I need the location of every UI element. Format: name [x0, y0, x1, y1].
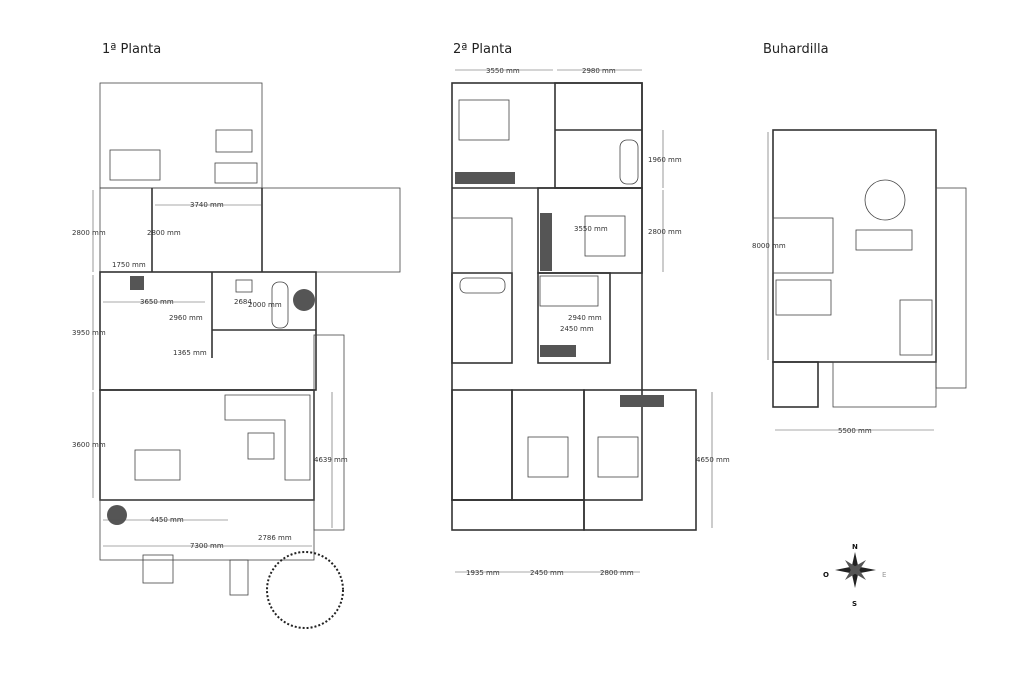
stairs-exterior — [313, 334, 345, 531]
dim-label: 2800 mm — [147, 229, 181, 237]
bed — [458, 99, 510, 141]
dim-label: 2960 mm — [169, 314, 203, 322]
dim-label: 2800 mm — [600, 569, 634, 577]
dim-label: 3650 mm — [140, 298, 174, 306]
wardrobe — [620, 395, 664, 407]
round-table — [864, 179, 906, 221]
compass-east: E — [882, 571, 886, 579]
terrace-table — [142, 554, 174, 584]
stairs — [772, 217, 834, 274]
wardrobe — [455, 172, 515, 184]
bathtub — [459, 277, 506, 294]
attic-balcony — [832, 361, 937, 408]
compass-north: N — [852, 543, 858, 551]
bed — [597, 436, 639, 478]
bed — [899, 299, 933, 356]
bed — [775, 279, 832, 316]
wardrobe — [540, 213, 552, 271]
corner-sofa — [224, 394, 311, 481]
compass-west: O — [823, 571, 829, 579]
dining-table — [134, 449, 181, 481]
bedroom-5 — [583, 389, 697, 531]
dim-label: 2000 mm — [248, 301, 282, 309]
floor-1-title: 1ª Planta — [102, 42, 161, 57]
dim-label: 3600 mm — [72, 441, 106, 449]
dim-label: 1960 mm — [648, 156, 682, 164]
dim-label: 3950 mm — [72, 329, 106, 337]
bathroom-top — [554, 82, 643, 189]
dim-label: 2800 mm — [72, 229, 106, 237]
plant-icon — [107, 505, 127, 525]
dim-label: 2450 mm — [560, 325, 594, 333]
dim-label: 4650 mm — [696, 456, 730, 464]
wardrobe — [540, 345, 576, 357]
bedroom-4 — [511, 389, 585, 501]
dim-label: 2684 — [234, 298, 252, 306]
floor-2-title: 2ª Planta — [453, 42, 512, 57]
balcony — [451, 499, 585, 531]
bed — [539, 275, 599, 307]
attic-bathroom — [772, 361, 819, 408]
attic-plan: Buhardilla 8000 mm 5500 mm — [752, 42, 967, 435]
living-room — [99, 389, 315, 501]
dim-label: 8000 mm — [752, 242, 786, 250]
attic-outline — [772, 129, 937, 363]
dim-label: 7300 mm — [190, 542, 224, 550]
dim-label: 4450 mm — [150, 516, 184, 524]
terrace-bottom — [99, 499, 315, 561]
sofa — [214, 162, 258, 184]
floor-2-outline — [451, 82, 643, 501]
dining-table-top — [109, 149, 161, 181]
compass-rose-icon: N S O E — [823, 543, 886, 608]
garage — [99, 187, 401, 273]
dim-label: 3550 mm — [574, 225, 608, 233]
dim-label: 2786 mm — [258, 534, 292, 542]
sink — [235, 279, 253, 293]
dim-label: 2450 mm — [530, 569, 564, 577]
terrace-top — [99, 82, 263, 189]
dim-label: 2800 mm — [648, 228, 682, 236]
dim-label: 4639 mm — [314, 456, 348, 464]
stairs-lower — [451, 389, 513, 501]
stairs — [451, 217, 513, 274]
bathtub — [619, 139, 639, 185]
bed — [527, 436, 569, 478]
stove — [130, 276, 144, 290]
sofa — [855, 229, 913, 251]
attic-title: Buhardilla — [763, 42, 829, 57]
bedroom-3 — [537, 272, 611, 364]
bathtub — [271, 281, 289, 329]
plant-icon — [293, 289, 315, 311]
bathroom-2 — [451, 272, 513, 364]
floor-2-plan: 2ª Planta 3550 mm 2980 mm 1960 mm 3550 m… — [451, 42, 730, 577]
dim-label: 1935 mm — [466, 569, 500, 577]
bed — [584, 215, 626, 257]
dim-label: 2980 mm — [582, 67, 616, 75]
dim-label: 2940 mm — [568, 314, 602, 322]
compass-south: S — [852, 600, 857, 608]
dim-label: 1365 mm — [173, 349, 207, 357]
dim-label: 1750 mm — [112, 261, 146, 269]
dim-label: 5500 mm — [838, 427, 872, 435]
dim-label: 3740 mm — [190, 201, 224, 209]
dim-label: 3550 mm — [486, 67, 520, 75]
floor-1-plan: 1ª Planta 3740 mm 2800 mm 2800 mm 1750 m… — [72, 42, 401, 629]
palm-tree-icon — [266, 551, 344, 629]
